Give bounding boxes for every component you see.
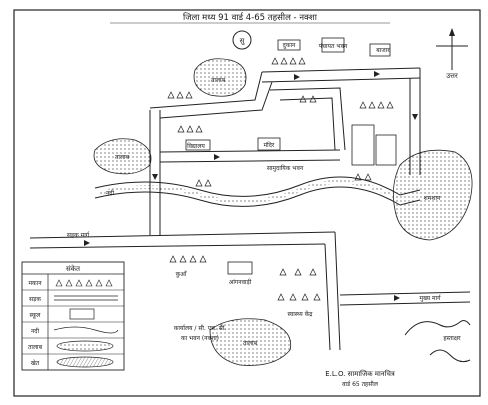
legend-label-field: खेत bbox=[31, 359, 40, 367]
signature-text: हस्ताक्षर bbox=[443, 335, 461, 342]
footer-text: E.L.O. सामाजिक मानचित्र bbox=[325, 369, 395, 378]
label-pond-bottom: तालाब bbox=[243, 340, 258, 347]
label-road-right: मुख्य मार्ग bbox=[419, 294, 441, 302]
legend-header: संकेत bbox=[66, 264, 81, 273]
label-road-left: सड़क मार्ग bbox=[67, 231, 90, 239]
label-pond-left: तालाब bbox=[115, 154, 130, 161]
label-pond-top: तालाब bbox=[211, 77, 226, 84]
label-pond-right: शमशान bbox=[424, 195, 441, 202]
label-shop: दुकान bbox=[283, 42, 296, 49]
pond-right: शमशान bbox=[392, 149, 473, 241]
label-office: कार्यालय / सी. एच. सी. bbox=[174, 324, 227, 332]
label-well: कुआँ bbox=[176, 270, 188, 278]
north-compass: उत्तर bbox=[436, 28, 468, 80]
legend-symbol-road bbox=[54, 295, 118, 301]
road-network bbox=[29, 67, 471, 351]
legend-label-houses: मकान bbox=[28, 280, 42, 287]
footer-sub: वार्ड 65 तहसील bbox=[342, 380, 379, 388]
north-label: उत्तर bbox=[446, 72, 458, 80]
badge-text: सु bbox=[240, 37, 246, 45]
label-school: विद्यालय bbox=[187, 142, 205, 150]
map-title: जिला मध्य 91 वार्ड 4-65 तहसील - नक्शा bbox=[183, 12, 318, 23]
label-panchayat: पंचायत भवन bbox=[319, 43, 348, 50]
house-markers bbox=[167, 57, 394, 301]
legend-symbol-river bbox=[53, 326, 119, 334]
legend-label-river: नदी bbox=[31, 327, 40, 335]
label-hospital: स्वास्थ्य केंद्र bbox=[288, 310, 314, 318]
label-bhawan: सामुदायिक भवन bbox=[267, 164, 304, 172]
buildings bbox=[185, 37, 397, 275]
road-arrows bbox=[84, 71, 418, 301]
legend-symbol-field bbox=[56, 356, 114, 368]
ward-badge: सु bbox=[232, 30, 252, 50]
legend-symbol-pond bbox=[56, 340, 114, 352]
label-temple: मंदिर bbox=[264, 141, 275, 149]
legend-label-pond: तालाब bbox=[28, 344, 43, 351]
signature bbox=[404, 320, 471, 363]
pond-bottom: तालाब bbox=[209, 318, 292, 366]
pond-top: तालाब bbox=[193, 58, 247, 97]
label-office-sub: का भवन (नक्शा) bbox=[181, 335, 219, 342]
legend-symbol-school bbox=[69, 308, 95, 320]
river bbox=[94, 176, 421, 207]
legend-symbol-houses bbox=[55, 279, 113, 287]
label-market: बाजार bbox=[376, 47, 390, 54]
pond-left: तालाब bbox=[93, 138, 152, 175]
label-anganwadi: आंगनवाड़ी bbox=[229, 278, 252, 286]
label-river: नदी bbox=[106, 189, 115, 197]
legend-label-road: सड़क bbox=[29, 296, 41, 303]
legend-label-school: स्कूल bbox=[29, 312, 41, 319]
legend-table: संकेत मकान सड़क स्कूल नदी तालाब खेत bbox=[21, 261, 125, 371]
